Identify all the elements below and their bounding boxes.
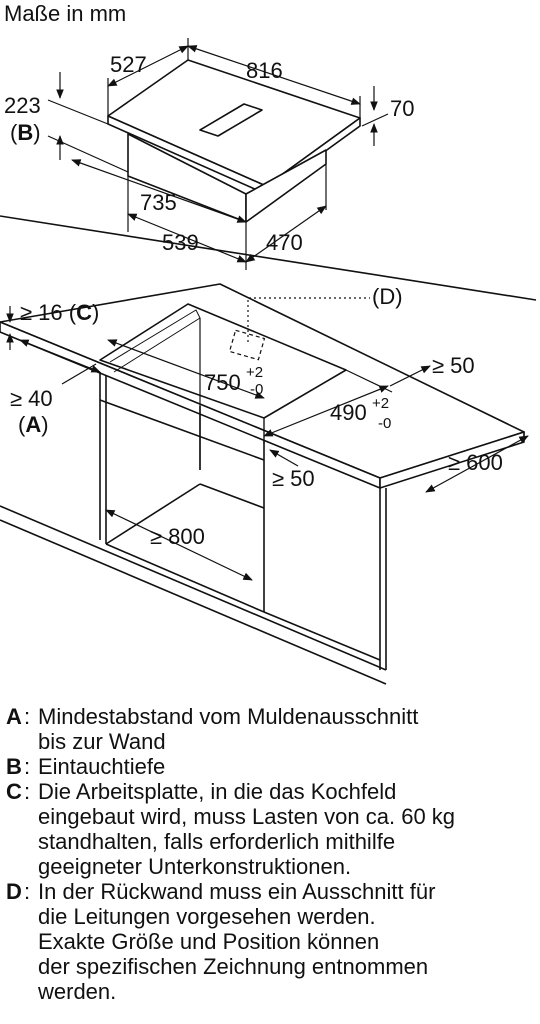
legend-key: C — [6, 779, 22, 804]
dim-70: 70 — [390, 96, 414, 121]
legend-line: In der Rückwand muss ein Ausschnitt für — [38, 879, 436, 904]
legend-line: eingebaut wird, muss Lasten von ca. 60 k… — [38, 804, 456, 829]
installation-drawing: Maße in mm — [0, 1, 537, 685]
label-a: (A) — [18, 412, 49, 437]
title: Maße in mm — [4, 1, 126, 26]
dim-750-tol-minus: -0 — [250, 381, 263, 398]
legend: A: Mindestabstand vom Muldenausschnitt b… — [6, 704, 534, 1004]
hob-vent — [199, 103, 263, 137]
dim-min-50-inner: ≥ 50 — [272, 466, 315, 491]
legend-line: werden. — [38, 979, 117, 1004]
legend-item-b: B: Eintauchtiefe — [6, 754, 534, 779]
dim-470: 470 — [266, 230, 303, 255]
legend-line: Exakte Größe und Position können — [38, 929, 380, 954]
legend-line: geeigneter Unterkonstruktionen. — [38, 854, 352, 879]
legend-line: Mindestabstand vom Muldenausschnitt — [38, 704, 419, 729]
label-c-min-16: ≥ 16 (C) — [20, 300, 99, 325]
dim-527: 527 — [110, 52, 147, 77]
dim-min-50-right: ≥ 50 — [432, 353, 475, 378]
legend-key: A — [6, 704, 22, 729]
hob-dimension-lines — [47, 38, 389, 270]
legend-line: der spezifischen Zeichnung entnommen — [38, 954, 429, 979]
legend-key: B — [6, 754, 22, 779]
legend-line: Die Arbeitsplatte, in die das Kochfeld — [38, 779, 397, 804]
dim-min-600: ≥ 600 — [448, 450, 503, 475]
dim-223: 223 — [4, 93, 41, 118]
legend-item-c: C: Die Arbeitsplatte, in die das Kochfel… — [6, 779, 534, 879]
legend-line: Eintauchtiefe — [38, 754, 166, 779]
dim-816: 816 — [246, 58, 283, 83]
legend-key: D — [6, 879, 22, 904]
legend-item-a: A: Mindestabstand vom Muldenausschnitt b… — [6, 704, 534, 754]
label-a-min-40: ≥ 40 — [10, 386, 53, 411]
dim-490-tol-plus: +2 — [372, 395, 389, 412]
legend-line: standhalten, falls erforderlich mithilfe — [38, 829, 396, 854]
worktop-dimension-lines — [6, 297, 529, 581]
dim-490-tol-minus: -0 — [378, 415, 391, 432]
label-b: (B) — [10, 120, 41, 145]
dim-735: 735 — [140, 190, 177, 215]
legend-item-d: D: In der Rückwand muss ein Ausschnitt f… — [6, 879, 534, 1004]
dim-750: 750 — [204, 370, 241, 395]
dim-min-800: ≥ 800 — [150, 524, 205, 549]
legend-line: die Leitungen vorgesehen werden. — [38, 904, 376, 929]
dim-750-tol-plus: +2 — [246, 364, 263, 381]
dim-490: 490 — [330, 400, 367, 425]
legend-line: bis zur Wand — [38, 729, 166, 754]
label-d: (D) — [372, 284, 403, 309]
